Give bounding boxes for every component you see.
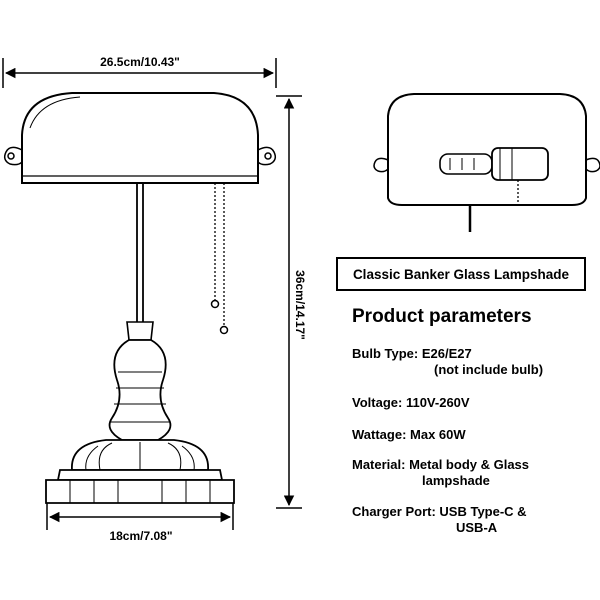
height-label: 36cm/14.17" [293,270,307,340]
params-heading: Product parameters [352,306,532,327]
product-title: Classic Banker Glass Lampshade [352,266,570,282]
bulb-detail-drawing [373,93,600,232]
spec-voltage: Voltage: 110V-260V [352,395,470,410]
height-dimension: 36cm/14.17" [276,95,307,509]
lamp-line-drawing [3,92,277,504]
base-width-dimension: 18cm/7.08" [46,503,234,543]
spec-wattage: Wattage: Max 60W [352,427,466,442]
spec-charger-port: Charger Port: USB Type-C & USB-A [352,504,527,535]
product-parameters: Product parameters Bulb Type: E26/E27 (n… [352,306,592,535]
shade-width-dimension: 26.5cm/10.43" [2,55,277,88]
spec-bulb-type: Bulb Type: E26/E27 (not include bulb) [352,346,544,377]
product-title-box: Classic Banker Glass Lampshade [336,257,586,291]
base-width-label: 18cm/7.08" [109,529,172,543]
shade-width-label: 26.5cm/10.43" [100,55,180,69]
spec-material: Material: Metal body & Glass lampshade [352,457,530,488]
